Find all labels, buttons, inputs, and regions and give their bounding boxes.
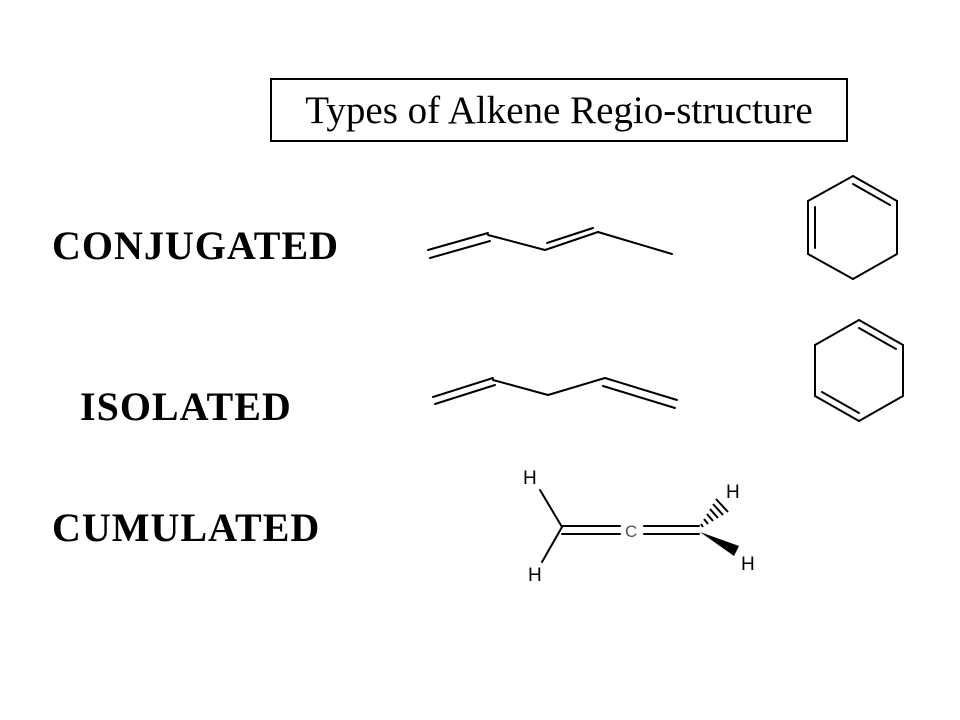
conjugated-chain-structure <box>427 227 673 259</box>
isolated-chain-structure <box>432 377 678 409</box>
allene-h-top-left: H <box>523 468 537 489</box>
label-isolated: ISOLATED <box>80 384 292 429</box>
slide-title: Types of Alkene Regio-structure <box>305 88 813 132</box>
title-box: Types of Alkene Regio-structure <box>270 78 848 142</box>
label-cumulated: CUMULATED <box>52 505 321 550</box>
allene-central-carbon: C <box>625 522 637 541</box>
isolated-ring-structure <box>814 319 904 422</box>
allene-structure <box>539 489 700 563</box>
allene-h-bottom-right: H <box>741 554 755 575</box>
conjugated-ring-structure <box>807 175 898 280</box>
allene-hashed-bond <box>700 498 729 528</box>
allene-h-bottom-left: H <box>528 565 542 586</box>
label-conjugated: CONJUGATED <box>52 223 340 268</box>
allene-wedge-bond <box>700 532 739 556</box>
allene-h-top-right: H <box>726 482 740 503</box>
